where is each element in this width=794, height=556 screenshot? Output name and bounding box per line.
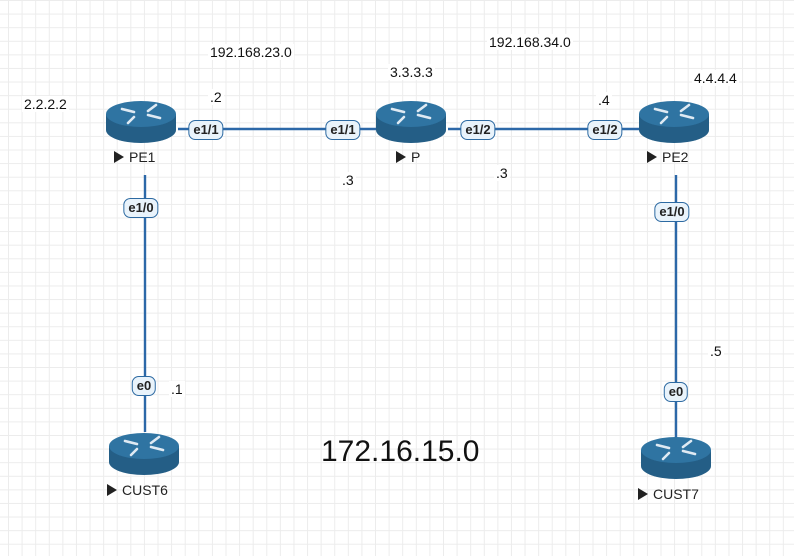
- subnet-customer: 172.16.15.0: [321, 435, 480, 468]
- router-pe2[interactable]: [637, 98, 711, 144]
- node-label-pe1: PE1: [114, 149, 155, 165]
- host-cust7-e0: .5: [708, 343, 724, 359]
- router-cust7[interactable]: [639, 434, 713, 480]
- node-label-p: P: [396, 149, 420, 165]
- host-cust6-e0: .1: [169, 381, 185, 397]
- host-p-e1-1: .3: [340, 172, 356, 188]
- iface-pe2-e1-2[interactable]: e1/2: [587, 120, 623, 140]
- node-name: PE1: [129, 149, 156, 165]
- loopback-p: 3.3.3.3: [388, 64, 435, 80]
- iface-p-e1-2[interactable]: e1/2: [460, 120, 496, 140]
- iface-pe1-e1-1[interactable]: e1/1: [188, 120, 224, 140]
- node-label-pe2: PE2: [647, 149, 688, 165]
- router-icon: [374, 99, 448, 144]
- router-cust6[interactable]: [107, 430, 181, 476]
- node-name: P: [411, 149, 421, 165]
- subnet-pe1-p: 192.168.23.0: [208, 44, 294, 60]
- iface-pe2-e1-0[interactable]: e1/0: [654, 202, 690, 222]
- subnet-p-pe2: 192.168.34.0: [487, 34, 573, 50]
- iface-p-e1-1[interactable]: e1/1: [325, 120, 361, 140]
- router-p[interactable]: [374, 98, 448, 144]
- iface-cust6-e0[interactable]: e0: [131, 376, 157, 396]
- iface-pe1-e1-0[interactable]: e1/0: [123, 198, 159, 218]
- play-icon[interactable]: [396, 151, 406, 163]
- play-icon[interactable]: [638, 488, 648, 500]
- node-name: CUST6: [122, 482, 168, 498]
- play-icon[interactable]: [107, 484, 117, 496]
- node-label-cust7: CUST7: [638, 486, 699, 502]
- node-name: CUST7: [653, 486, 699, 502]
- loopback-pe2: 4.4.4.4: [692, 70, 739, 86]
- loopback-pe1: 2.2.2.2: [22, 96, 69, 112]
- host-pe1-e1-1: .2: [208, 89, 224, 105]
- node-label-cust6: CUST6: [107, 482, 168, 498]
- router-pe1[interactable]: [104, 98, 178, 144]
- host-p-e1-2: .3: [494, 165, 510, 181]
- router-icon: [107, 431, 181, 476]
- router-icon: [639, 435, 713, 480]
- iface-cust7-e0[interactable]: e0: [663, 382, 689, 402]
- router-icon: [104, 99, 178, 144]
- play-icon[interactable]: [647, 151, 657, 163]
- router-icon: [637, 99, 711, 144]
- node-name: PE2: [662, 149, 689, 165]
- host-pe2-e1-2: .4: [596, 92, 612, 108]
- play-icon[interactable]: [114, 151, 124, 163]
